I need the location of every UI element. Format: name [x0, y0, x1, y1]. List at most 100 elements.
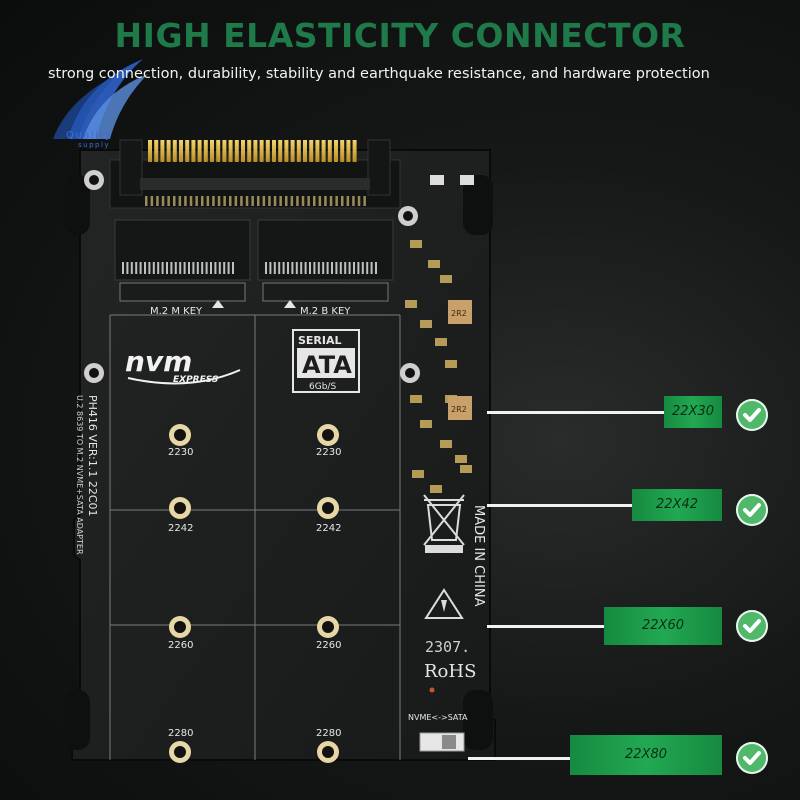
hole-size-label: 2280	[168, 728, 193, 739]
slot-pin	[130, 262, 133, 274]
logo-text: Quality	[66, 130, 113, 141]
checkmark-icon	[736, 610, 768, 642]
mounting-hole-center	[174, 502, 186, 514]
gold-pin	[315, 140, 320, 162]
small-pin	[318, 196, 322, 206]
size-chip-22x30: 22X30	[664, 396, 722, 428]
slot-pin	[148, 262, 151, 274]
gold-pin	[290, 140, 295, 162]
smd-component	[410, 395, 422, 403]
smd-component	[428, 260, 440, 268]
small-pin	[279, 196, 282, 206]
sata-logo	[292, 329, 360, 393]
small-pin	[245, 196, 249, 206]
small-pin	[301, 196, 305, 206]
slot-pin	[339, 262, 342, 274]
smd-component	[420, 320, 432, 328]
slot-pin	[313, 262, 316, 274]
checkmark-icon	[736, 742, 768, 774]
gold-pin	[166, 140, 171, 162]
small-pin	[223, 196, 226, 206]
leader-line-22x30	[487, 411, 665, 414]
gold-pin	[334, 140, 338, 162]
slot-pin	[278, 262, 281, 274]
slot-pin	[192, 262, 195, 274]
gold-pin	[210, 140, 214, 162]
slot-pin	[300, 262, 303, 274]
gold-pin	[179, 140, 183, 162]
made-in-label: MADE IN CHINA	[471, 505, 486, 607]
size-chip-22x60: 22X60	[604, 607, 722, 645]
leader-line-22x42	[487, 504, 635, 507]
led-component	[430, 175, 444, 185]
small-pin	[341, 196, 344, 206]
led-component	[460, 175, 474, 185]
headline: HIGH ELASTICITY CONNECTOR	[114, 16, 686, 55]
slot-pin	[269, 262, 272, 274]
standoff-hole-center	[403, 211, 413, 221]
leader-line-22x80	[468, 757, 573, 760]
smd-component	[460, 465, 472, 473]
gold-pin	[191, 140, 196, 162]
small-pin	[324, 196, 327, 206]
slot-pin	[353, 262, 355, 274]
checkmark-icon	[736, 399, 768, 431]
small-pin	[145, 196, 148, 206]
gold-pin	[234, 140, 239, 162]
small-pin	[156, 196, 159, 206]
size-chip-label: 22X30	[672, 404, 714, 419]
slot-pin	[183, 262, 186, 274]
leader-line-22x60	[487, 625, 605, 628]
logo-subtext: supply	[78, 141, 111, 149]
slot-pin	[126, 262, 129, 274]
standoff-hole-center	[405, 368, 415, 378]
hole-size-label: 2230	[316, 447, 341, 458]
gold-pin	[303, 140, 307, 162]
inductor	[448, 396, 472, 420]
model-line-1: PH416 VER:1.1 22C01	[86, 395, 99, 517]
notch-top-right	[463, 175, 493, 235]
sata-logo-mid: ATA	[302, 351, 352, 379]
slot-pin	[122, 262, 124, 274]
small-pin	[217, 196, 221, 206]
smd-component	[455, 455, 467, 463]
slot-pin	[166, 262, 168, 274]
small-pin	[178, 196, 182, 206]
gold-pin	[352, 140, 357, 162]
gold-pin	[272, 140, 276, 162]
slot-pin	[201, 262, 204, 274]
size-chip-label: 22X80	[625, 747, 667, 762]
slot-pin	[273, 262, 276, 274]
small-pin	[161, 196, 165, 206]
sata-logo-sub: 6Gb/S	[309, 382, 336, 392]
gold-pin	[247, 140, 252, 162]
model-line-2: U.2 8639 TO M.2 NVME+SATA ADAPTER	[75, 395, 84, 555]
mounting-hole-center	[322, 746, 334, 758]
small-pin	[229, 196, 232, 206]
small-pin	[195, 196, 198, 206]
slot-pin	[287, 262, 289, 274]
small-pin	[268, 196, 271, 206]
slot-pin	[265, 262, 267, 274]
mounting-hole-center	[174, 746, 186, 758]
standoff-hole-center	[89, 175, 99, 185]
slot-pin	[317, 262, 320, 274]
slot-pin	[188, 262, 190, 274]
gold-pin	[309, 140, 314, 162]
small-pin	[201, 196, 204, 206]
small-pin	[189, 196, 193, 206]
gold-pin	[346, 140, 351, 162]
mounting-hole-center	[174, 621, 186, 633]
slot-pin	[179, 262, 182, 274]
smd-component	[440, 440, 452, 448]
gold-pin	[172, 140, 177, 162]
size-chip-label: 22X60	[642, 618, 684, 633]
small-pin	[290, 196, 294, 206]
slot-b-label: M.2 B KEY	[300, 306, 351, 317]
hole-size-label: 2260	[168, 640, 193, 651]
hole-size-label: 2230	[168, 447, 193, 458]
size-chip-22x80: 22X80	[570, 735, 722, 775]
hole-size-label: 2260	[316, 640, 341, 651]
